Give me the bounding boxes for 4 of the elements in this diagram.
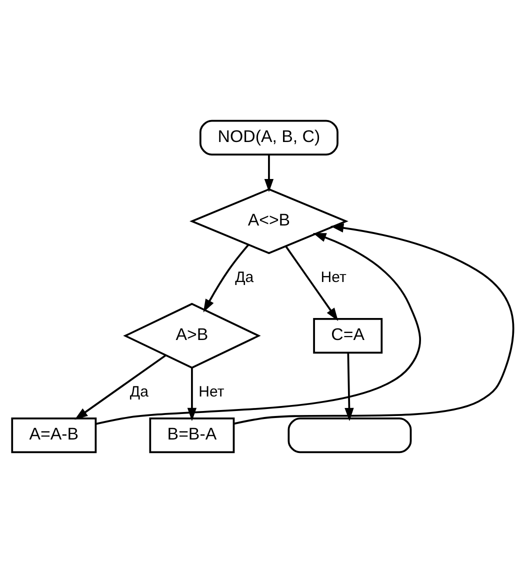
edge-label: Нет	[320, 269, 346, 286]
edge-label: Да	[235, 269, 254, 286]
edge-label: Нет	[198, 384, 224, 401]
edge-label: Да	[130, 384, 148, 401]
